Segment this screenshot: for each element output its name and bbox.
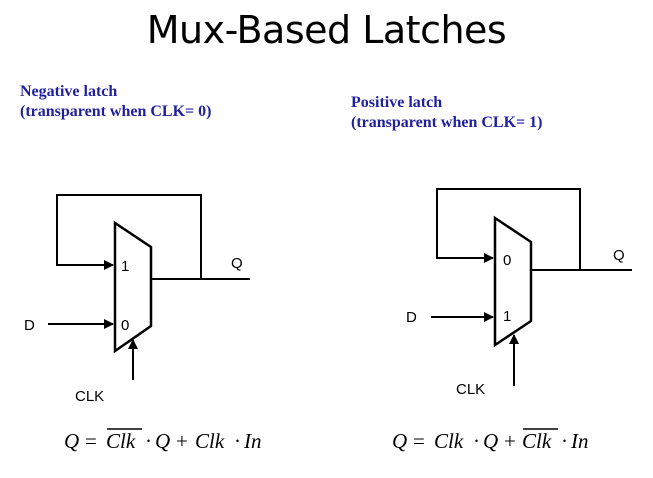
neg-eq-equals: = (85, 429, 97, 453)
pos-eq-plus: + (504, 429, 516, 453)
positive-latch-heading: Positive latch (transparent when CLK= 1) (351, 93, 543, 133)
negative-latch-input1-label: 1 (121, 258, 129, 275)
pos-eq-dot2: · (561, 429, 568, 453)
positive-latch-d-label: D (406, 309, 417, 326)
positive-latch-mux (493, 215, 533, 348)
pos-eq-q2: Q (483, 429, 498, 453)
negative-latch-d-label: D (24, 317, 35, 334)
positive-latch-input1-label: 1 (503, 308, 511, 325)
positive-latch-feedback-wire (436, 188, 581, 270)
negative-latch-heading-line2: (transparent when CLK= 0) (20, 103, 212, 120)
neg-eq-q2: Q (155, 429, 170, 453)
positive-latch-clk-label: CLK (456, 381, 485, 398)
pos-eq-clk: Clk (434, 429, 464, 453)
positive-latch-heading-line1: Positive latch (351, 94, 443, 111)
negative-latch-input0-label: 0 (121, 317, 129, 334)
negative-latch-diagram: 1 0 Q D CLK (24, 194, 250, 405)
positive-latch-equation: Q = Clk · Q + Clk · In (392, 428, 589, 453)
neg-eq-q: Q (64, 429, 79, 453)
negative-latch-q-label: Q (231, 255, 243, 272)
negative-latch-feedback-wire (56, 194, 202, 279)
negative-latch-heading-line1: Negative latch (20, 83, 118, 100)
neg-eq-dot1: · (145, 429, 152, 453)
negative-latch-heading: Negative latch (transparent when CLK= 0) (20, 82, 212, 122)
positive-latch-heading-line2: (transparent when CLK= 1) (351, 114, 543, 131)
negative-latch-mux (113, 220, 153, 354)
neg-eq-in: In (243, 429, 262, 453)
neg-eq-clk: Clk (195, 429, 225, 453)
negative-latch-clk-label: CLK (75, 388, 104, 405)
neg-eq-plus: + (176, 429, 188, 453)
pos-eq-clk-bar: Clk (522, 429, 552, 453)
positive-latch-diagram: 0 1 Q D CLK (406, 188, 632, 398)
negative-latch-equation: Q = Clk · Q + Clk · In (64, 428, 262, 453)
pos-eq-equals: = (413, 429, 425, 453)
neg-eq-clk-bar: Clk (106, 429, 136, 453)
slide-title: Mux-Based Latches (146, 8, 507, 52)
pos-eq-q: Q (392, 429, 407, 453)
positive-latch-input0-label: 0 (503, 252, 511, 269)
pos-eq-dot1: · (473, 429, 480, 453)
neg-eq-dot2: · (234, 429, 241, 453)
pos-eq-in: In (570, 429, 589, 453)
positive-latch-q-label: Q (613, 247, 625, 264)
